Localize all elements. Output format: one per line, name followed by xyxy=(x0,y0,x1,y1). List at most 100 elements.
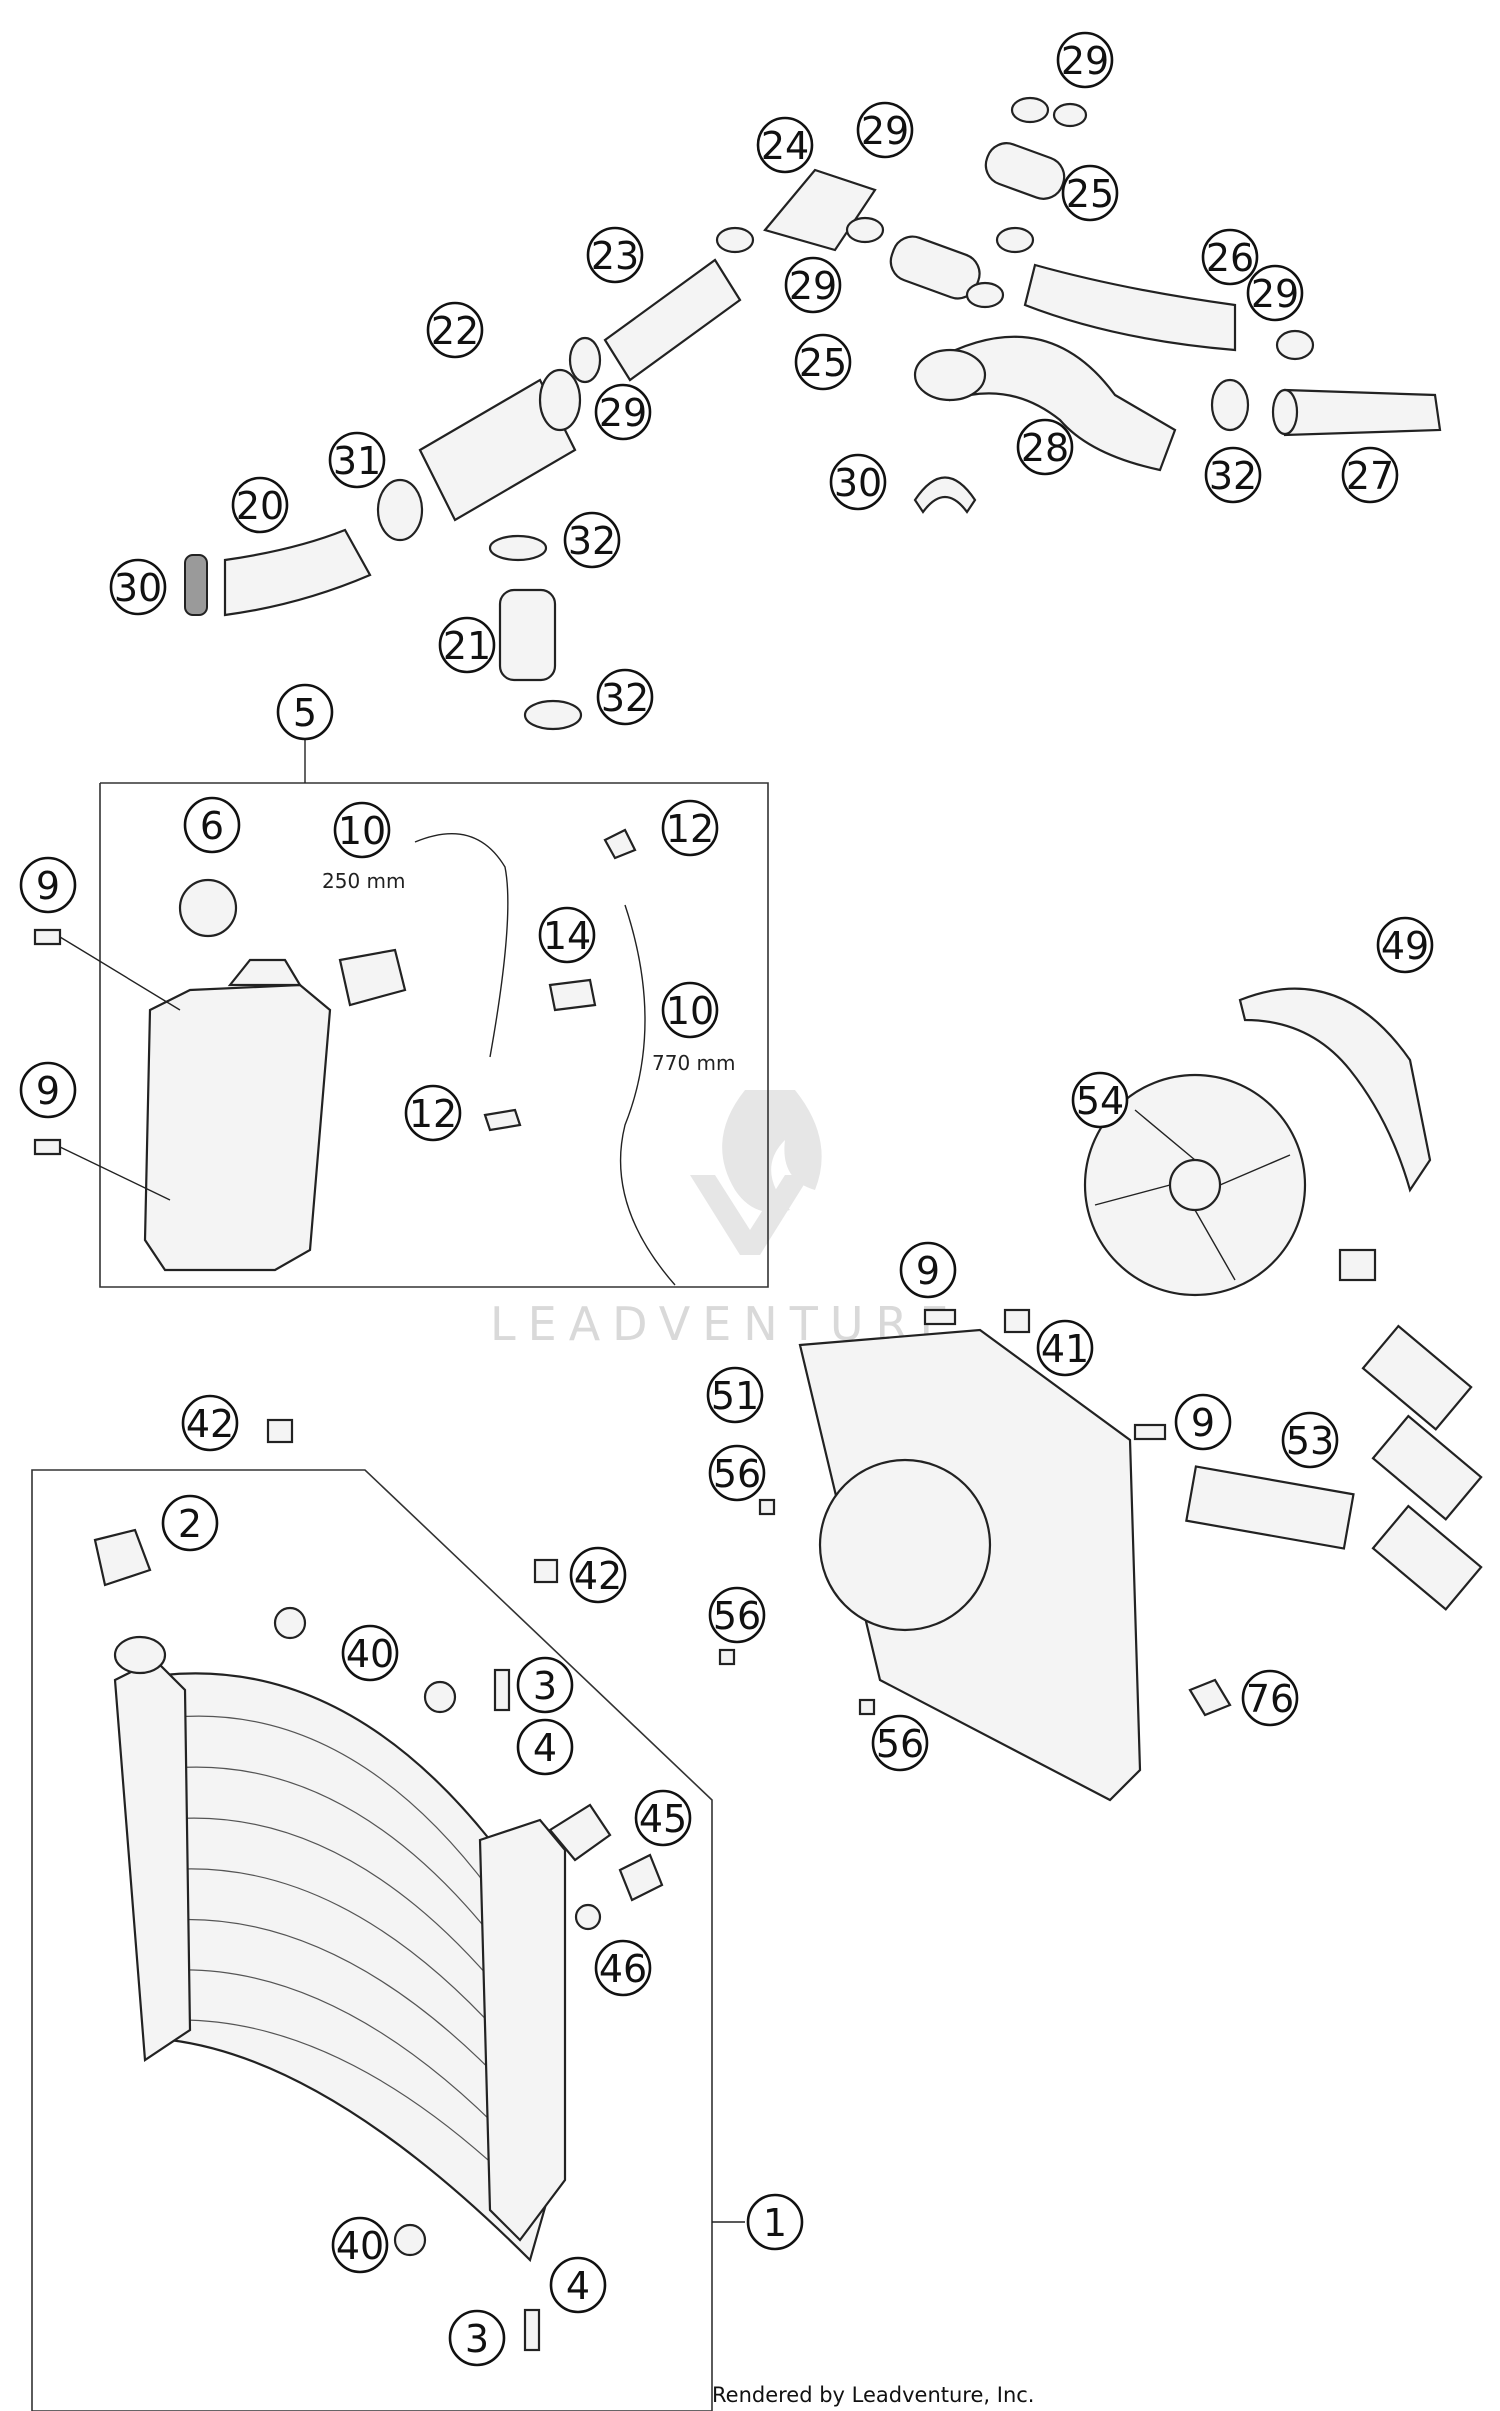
callout-21: 21 xyxy=(438,616,496,674)
callout-circle xyxy=(569,1546,627,1604)
grommet-40-bottom xyxy=(393,2223,427,2257)
callout-number: 49 xyxy=(1381,924,1429,968)
bolt-42-top xyxy=(266,1418,294,1444)
watermark-flame-icon xyxy=(722,1090,822,1213)
group-box-1 xyxy=(31,1469,713,2411)
callout-number: 76 xyxy=(1246,1677,1294,1721)
callout-31: 31 xyxy=(328,431,386,489)
clamp-32-lower xyxy=(523,699,583,731)
expansion-tank-neck xyxy=(227,958,302,987)
callout-number: 42 xyxy=(186,1402,234,1446)
callout-circle xyxy=(333,801,391,859)
callout-number: 41 xyxy=(1041,1327,1089,1371)
callout-29: 29 xyxy=(594,383,652,441)
clamp-29-c xyxy=(845,216,885,244)
plate-53-a xyxy=(1185,1465,1355,1550)
callout-40: 40 xyxy=(331,2216,389,2274)
callout-number: 9 xyxy=(36,1069,60,1113)
clamp-32-upper xyxy=(488,534,548,562)
callout-42: 42 xyxy=(181,1394,239,1452)
callout-circle xyxy=(563,511,621,569)
callout-number: 22 xyxy=(431,309,479,353)
clamp-31 xyxy=(376,478,424,542)
callout-number: 28 xyxy=(1021,426,1069,470)
callout-number: 20 xyxy=(236,484,284,528)
radiator-filler-neck xyxy=(113,1635,167,1675)
callout-circle xyxy=(708,1444,766,1502)
callout-circle xyxy=(1241,1669,1299,1727)
callout-number: 24 xyxy=(761,124,809,168)
callout-number: 25 xyxy=(799,341,847,385)
thermostat-22 xyxy=(418,378,577,522)
cap-6 xyxy=(178,878,238,938)
radiator-fins xyxy=(149,1715,511,2181)
callout-22: 22 xyxy=(426,301,484,359)
callout-number: 9 xyxy=(1191,1401,1215,1445)
callout-9: 9 xyxy=(1174,1393,1232,1451)
callout-number: 53 xyxy=(1286,1419,1334,1463)
fan-54-blades xyxy=(1094,1109,1291,1281)
screw-56-c xyxy=(858,1698,876,1716)
callout-1: 1 xyxy=(746,2193,804,2251)
bolt-3-top xyxy=(493,1668,511,1712)
callout-32: 32 xyxy=(1204,446,1262,504)
bolt-9-fan xyxy=(923,1308,957,1326)
callout-42: 42 xyxy=(569,1546,627,1604)
callout-9: 9 xyxy=(19,1061,77,1119)
callout-circle xyxy=(1341,446,1399,504)
callout-29: 29 xyxy=(1056,31,1114,89)
callout-circle xyxy=(586,226,644,284)
callout-circle xyxy=(1174,1393,1232,1451)
callout-circle xyxy=(706,1366,764,1424)
callout-circle xyxy=(1016,418,1074,476)
callout-number: 32 xyxy=(568,519,616,563)
callout-53: 53 xyxy=(1281,1411,1339,1469)
plate-53-b xyxy=(1361,1324,1473,1431)
callout-4: 4 xyxy=(549,2256,607,2314)
callout-number: 3 xyxy=(533,1664,557,1708)
plate-53-c xyxy=(1371,1414,1483,1521)
callout-number: 56 xyxy=(713,1594,761,1638)
callout-51: 51 xyxy=(706,1366,764,1424)
callout-number: 29 xyxy=(1061,39,1109,83)
callout-circle xyxy=(594,383,652,441)
callout-circle xyxy=(756,116,814,174)
callout-4: 4 xyxy=(516,1718,574,1776)
callout-number: 32 xyxy=(601,676,649,720)
group-box-5 xyxy=(99,782,769,1288)
callout-circle xyxy=(1061,164,1119,222)
callout-12: 12 xyxy=(404,1084,462,1142)
hose-21 xyxy=(498,588,557,682)
callout-circle xyxy=(328,431,386,489)
callout-54: 54 xyxy=(1071,1071,1129,1129)
callout-number: 9 xyxy=(916,1249,940,1293)
callout-number: 54 xyxy=(1076,1079,1124,1123)
radiator-right-tank xyxy=(478,1818,567,2242)
fan-group xyxy=(718,987,1483,1802)
clip-12-bottom xyxy=(483,1108,522,1132)
callout-3: 3 xyxy=(448,2309,506,2367)
callout-number: 10 xyxy=(338,809,386,853)
callout-number: 29 xyxy=(599,391,647,435)
callout-number: 56 xyxy=(876,1722,924,1766)
callout-number: 29 xyxy=(1251,272,1299,316)
callout-24: 24 xyxy=(756,116,814,174)
render-credit: Rendered by Leadventure, Inc. xyxy=(712,2383,1034,2407)
callout-circle xyxy=(231,476,289,534)
callout-29: 29 xyxy=(784,256,842,314)
screw-56-a xyxy=(758,1498,776,1516)
callout-circle xyxy=(516,1656,574,1714)
callout-number: 32 xyxy=(1209,454,1257,498)
callout-number: 40 xyxy=(346,1632,394,1676)
callout-circle xyxy=(746,2193,804,2251)
clamp-32-right xyxy=(1210,378,1250,432)
oring-46 xyxy=(574,1903,602,1931)
callout-circle xyxy=(549,2256,607,2314)
clip-14 xyxy=(548,978,597,1012)
callout-number: 6 xyxy=(200,804,224,848)
dimension-label-770mm: 770 mm xyxy=(652,1051,736,1075)
callout-circle xyxy=(19,856,77,914)
callout-30: 30 xyxy=(829,453,887,511)
callout-32: 32 xyxy=(596,668,654,726)
grommet-40-top xyxy=(273,1606,307,1640)
